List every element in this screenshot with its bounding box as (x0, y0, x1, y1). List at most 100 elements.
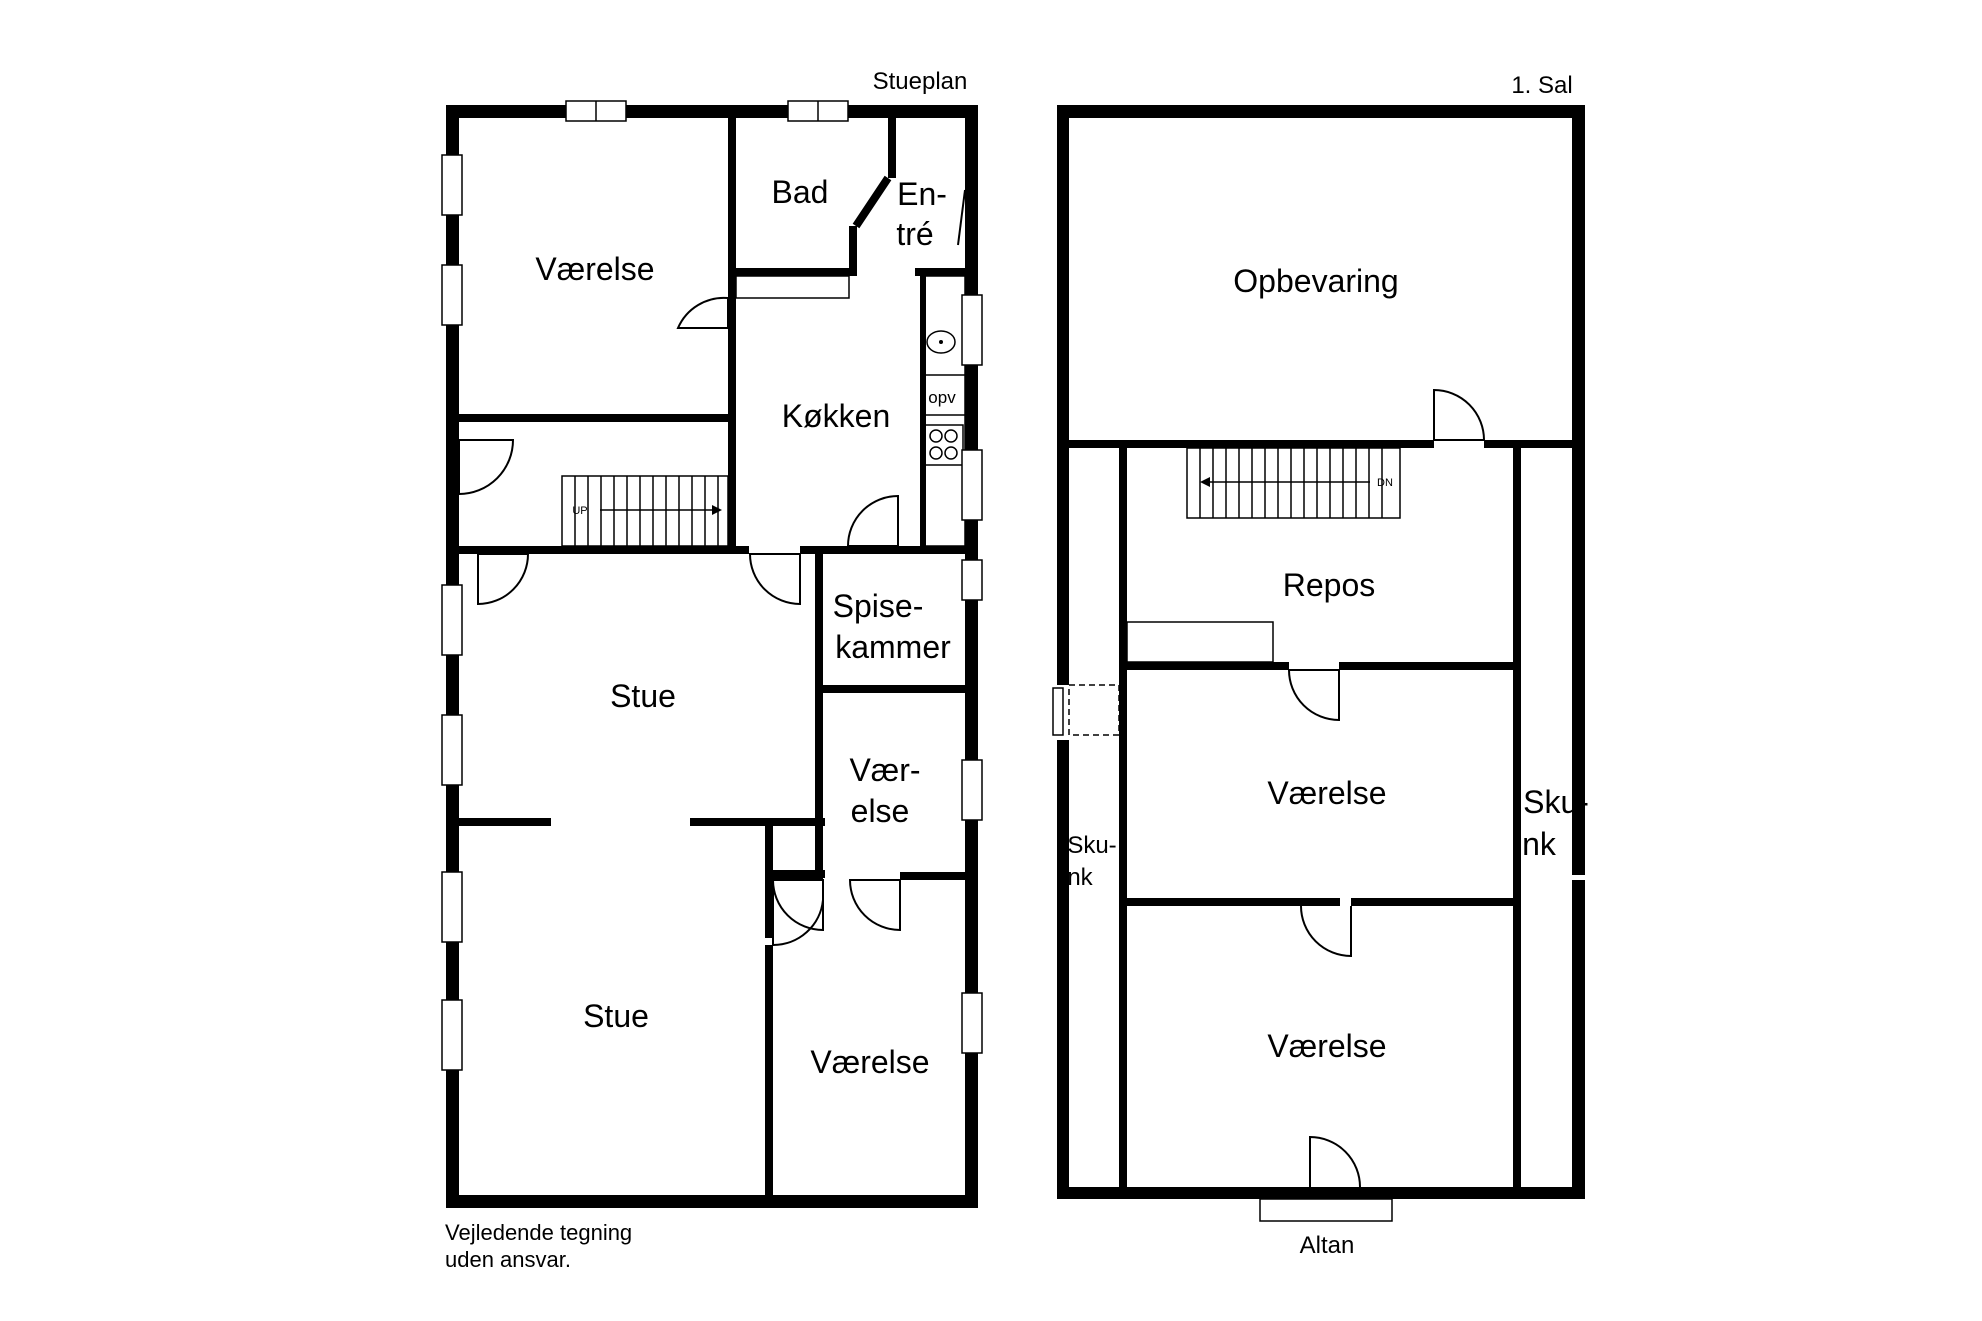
wall-bottom-left-segment (1127, 1187, 1310, 1199)
door-stair-stue (477, 553, 530, 606)
stove-burner-icon (944, 446, 958, 460)
room-bad: Bad (772, 174, 829, 210)
room-stue-lower: Stue (583, 998, 649, 1034)
upper-outer-wall-top (1057, 105, 1585, 118)
upper-plan-title: 1. Sal (1511, 72, 1572, 99)
room-vaer-mid-line1: Vær- (849, 752, 920, 788)
room-spisekammer-line2: kammer (835, 629, 951, 665)
window-left-6 (441, 999, 463, 1071)
sink-icon (926, 330, 956, 354)
wall-vaerelse-se-north (900, 872, 965, 880)
room-vaer-mid-line2: else (851, 793, 910, 829)
window-right-2 (961, 449, 983, 521)
room-repos: Repos (1283, 567, 1376, 603)
wall-kitchen-counter (920, 276, 926, 546)
upper-outer-wall-right-top (1572, 105, 1585, 875)
door-vaerelse-nw (676, 296, 729, 329)
label-altan: Altan (1300, 1232, 1355, 1259)
repos-bench (1126, 621, 1274, 663)
ground-plan-title: Stueplan (873, 68, 968, 95)
wall-vaerelse-se-north-left (773, 872, 823, 880)
room-skunk-right-line1: Sku- (1523, 784, 1589, 820)
wall-stue-north-left (459, 546, 749, 554)
wall-bad-south (728, 268, 856, 276)
door-vaerelse-vaerelse (1300, 905, 1352, 958)
wall-stue-north-right (800, 546, 965, 554)
window-left-2 (441, 264, 463, 326)
window-left-4 (441, 714, 463, 786)
stove-burner-icon (944, 429, 958, 443)
skunk-hatch (1068, 684, 1120, 736)
stair-dn-label: DN (1377, 477, 1393, 489)
room-skunk-left-line2: nk (1067, 864, 1093, 891)
room-vaerelse-upper-2: Værelse (1267, 1028, 1386, 1064)
room-spisekammer-line1: Spise- (833, 588, 924, 624)
sink-drain-icon (939, 340, 943, 344)
window-right-1 (961, 294, 983, 366)
door-closet (771, 879, 824, 932)
room-vaerelse-se: Værelse (810, 1044, 929, 1080)
wall-spisekammer-south (815, 685, 965, 693)
wall-vaerelse-south (459, 414, 736, 422)
wall-vaerelse-divider-right (1351, 898, 1513, 906)
wall-stue-divider-right (690, 818, 825, 826)
door-entre-front (957, 189, 966, 246)
door-stue-vaerelse (772, 890, 824, 947)
door-vaer-mid (848, 879, 901, 932)
ground-windows (441, 100, 983, 1071)
wall-repos-south-left (1127, 662, 1289, 670)
ground-outer-wall-bottom (446, 1195, 978, 1208)
upper-floor-plan: 1. Sal Opbevaring Repos Værelse Værelse … (1052, 72, 1589, 1259)
wall-skunk-left-inner (1119, 448, 1127, 1187)
wall-bad-east-top (888, 118, 896, 178)
staircase-up (561, 475, 729, 547)
door-ground-entry-west (458, 439, 515, 496)
window-left-1 (441, 154, 463, 216)
room-vaerelse-nw: Værelse (535, 251, 654, 287)
kitchen-counter (921, 275, 966, 547)
upper-outer-wall-left-bottom (1057, 740, 1069, 1199)
label-opv: opv (928, 388, 956, 407)
door-kitchen-stue (748, 553, 801, 606)
room-stue-upper: Stue (610, 678, 676, 714)
door-opbevaring (1433, 388, 1486, 441)
disclaimer-line2: uden ansvar. (445, 1247, 571, 1272)
upper-window-left (1052, 687, 1064, 736)
stove-icon (923, 424, 964, 466)
door-repos-vaerelse (1287, 669, 1340, 722)
wall-vaerelse-divider-left (1127, 898, 1340, 906)
wall-vaerelse-se-west (765, 945, 773, 1195)
window-left-5 (441, 871, 463, 943)
room-entre-line1: En- (897, 176, 947, 212)
upper-outer-wall-left-top (1057, 105, 1069, 685)
window-right-5 (961, 992, 983, 1054)
wall-entre-south (915, 268, 965, 276)
window-left-3 (441, 584, 463, 656)
room-entre-line2: tré (896, 216, 933, 252)
room-koekken: Køkken (782, 398, 890, 434)
room-opbevaring: Opbevaring (1233, 263, 1398, 299)
stove-burner-icon (929, 446, 943, 460)
wall-spisekammer-west (815, 546, 823, 821)
ground-outer-wall-top (446, 105, 978, 118)
wall-repos-south-right (1339, 662, 1513, 670)
altan-outline (1259, 1198, 1393, 1222)
wall-skunk-right-inner (1513, 448, 1521, 1187)
door-altan (1309, 1135, 1361, 1188)
stair-up-label: UP (572, 505, 587, 517)
wall-vaer-mid-west (815, 693, 823, 873)
door-spisekammer (846, 494, 899, 547)
room-vaerelse-upper-1: Værelse (1267, 775, 1386, 811)
ground-floor-plan: Stueplan Værelse Bad En- tré Køkken opv … (441, 68, 983, 1208)
wall-bottom-right-segment (1360, 1187, 1513, 1199)
wall-opbevaring-south-right (1484, 440, 1572, 448)
wall-stue-divider-left (459, 818, 551, 826)
ground-outer-wall-right (965, 105, 978, 1208)
room-skunk-left-line1: Sku- (1067, 832, 1116, 859)
stove-burner-icon (929, 429, 943, 443)
disclaimer-line1: Vejledende tegning (445, 1220, 632, 1245)
wall-bad-diagonal (852, 175, 892, 229)
upper-outer-wall-right-bottom (1572, 880, 1585, 1199)
wall-stair-east (728, 420, 736, 550)
